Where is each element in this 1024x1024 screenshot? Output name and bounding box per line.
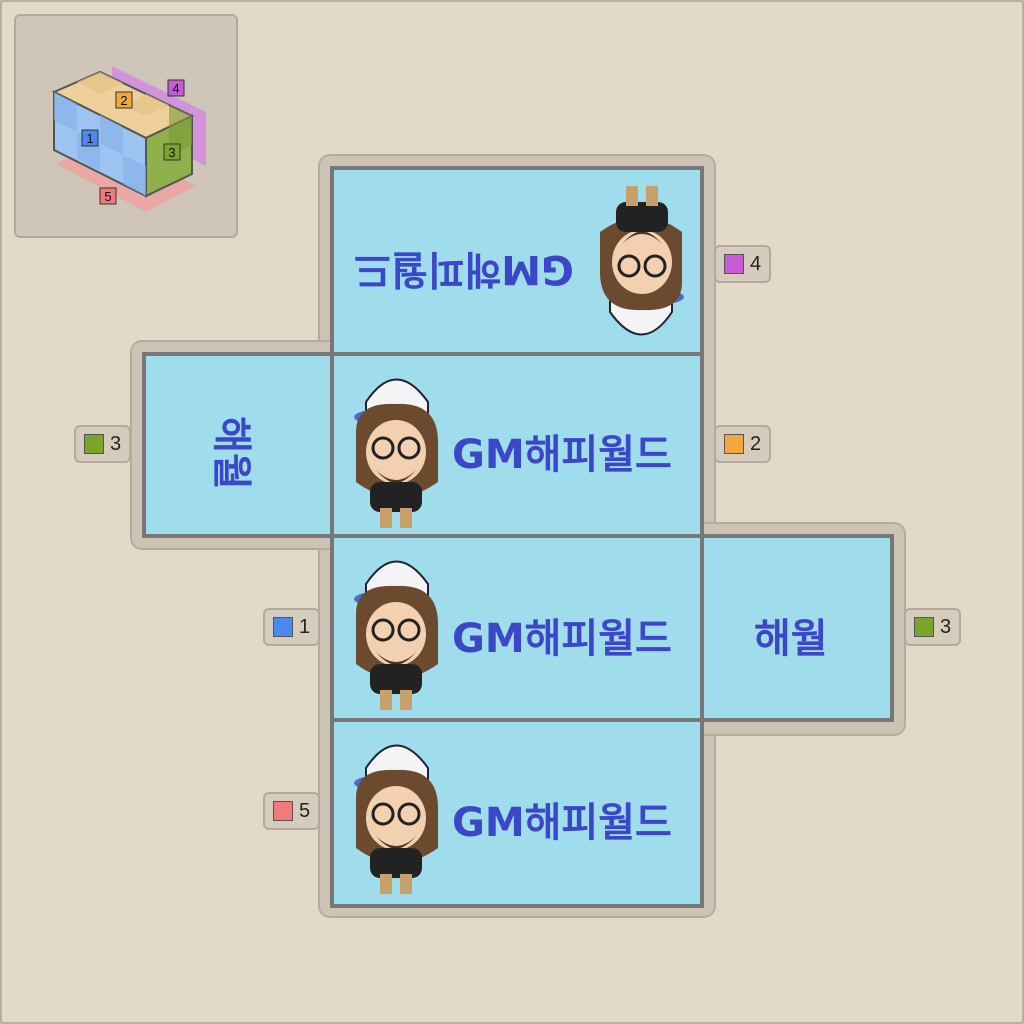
tag-4-swatch (724, 254, 744, 274)
face-middle: GM해피월드 (330, 534, 704, 722)
tag-3-right-swatch (914, 617, 934, 637)
face-middle-text: GM해피월드 (452, 616, 672, 662)
tag-3-left-number: 3 (110, 432, 122, 455)
face-bottom: GM해피월드 (330, 718, 704, 908)
tag-1-number: 1 (299, 615, 311, 638)
avatar-middle (346, 544, 446, 718)
face-top-text: GM해피월드 (354, 246, 574, 292)
face-top: GM해피월드 (330, 166, 704, 358)
tag-2-swatch (724, 434, 744, 454)
tag-3-left-swatch (84, 434, 104, 454)
face-right: 해월 (700, 534, 894, 722)
preview-label-3: 3 (168, 145, 175, 160)
tag-1-swatch (273, 617, 293, 637)
tag-5: 5 (263, 792, 321, 830)
avatar-icon (600, 186, 684, 336)
face-bottom-text: GM해피월드 (452, 800, 672, 846)
tag-5-swatch (273, 801, 293, 821)
tag-3-right: 3 (904, 608, 962, 646)
avatar-icon (354, 744, 438, 894)
tag-3-right-number: 3 (940, 615, 952, 638)
preview-label-5: 5 (104, 189, 111, 204)
face-center-text: GM해피월드 (452, 432, 672, 478)
avatar-center (346, 362, 446, 534)
avatar-top (592, 178, 692, 352)
avatar-icon (354, 378, 438, 528)
tag-5-number: 5 (299, 799, 311, 822)
preview-label-2: 2 (120, 93, 127, 108)
face-center: GM해피월드 (330, 352, 704, 538)
face-left: 해월 (142, 352, 334, 538)
tag-4: 4 (714, 245, 772, 283)
tag-3-left: 3 (74, 425, 132, 463)
avatar-icon (354, 560, 438, 710)
tag-2: 2 (714, 425, 772, 463)
avatar-bottom (346, 728, 446, 902)
preview-label-4: 4 (172, 81, 179, 96)
tag-4-number: 4 (750, 252, 762, 275)
preview-label-1: 1 (86, 131, 93, 146)
face-left-text: 해월 (207, 416, 254, 490)
box-preview: 1 2 3 4 5 (14, 14, 238, 238)
face-right-text: 해월 (754, 616, 828, 662)
box-preview-drawing: 1 2 3 4 5 (51, 66, 206, 212)
tag-2-number: 2 (750, 432, 762, 455)
tag-1: 1 (263, 608, 321, 646)
